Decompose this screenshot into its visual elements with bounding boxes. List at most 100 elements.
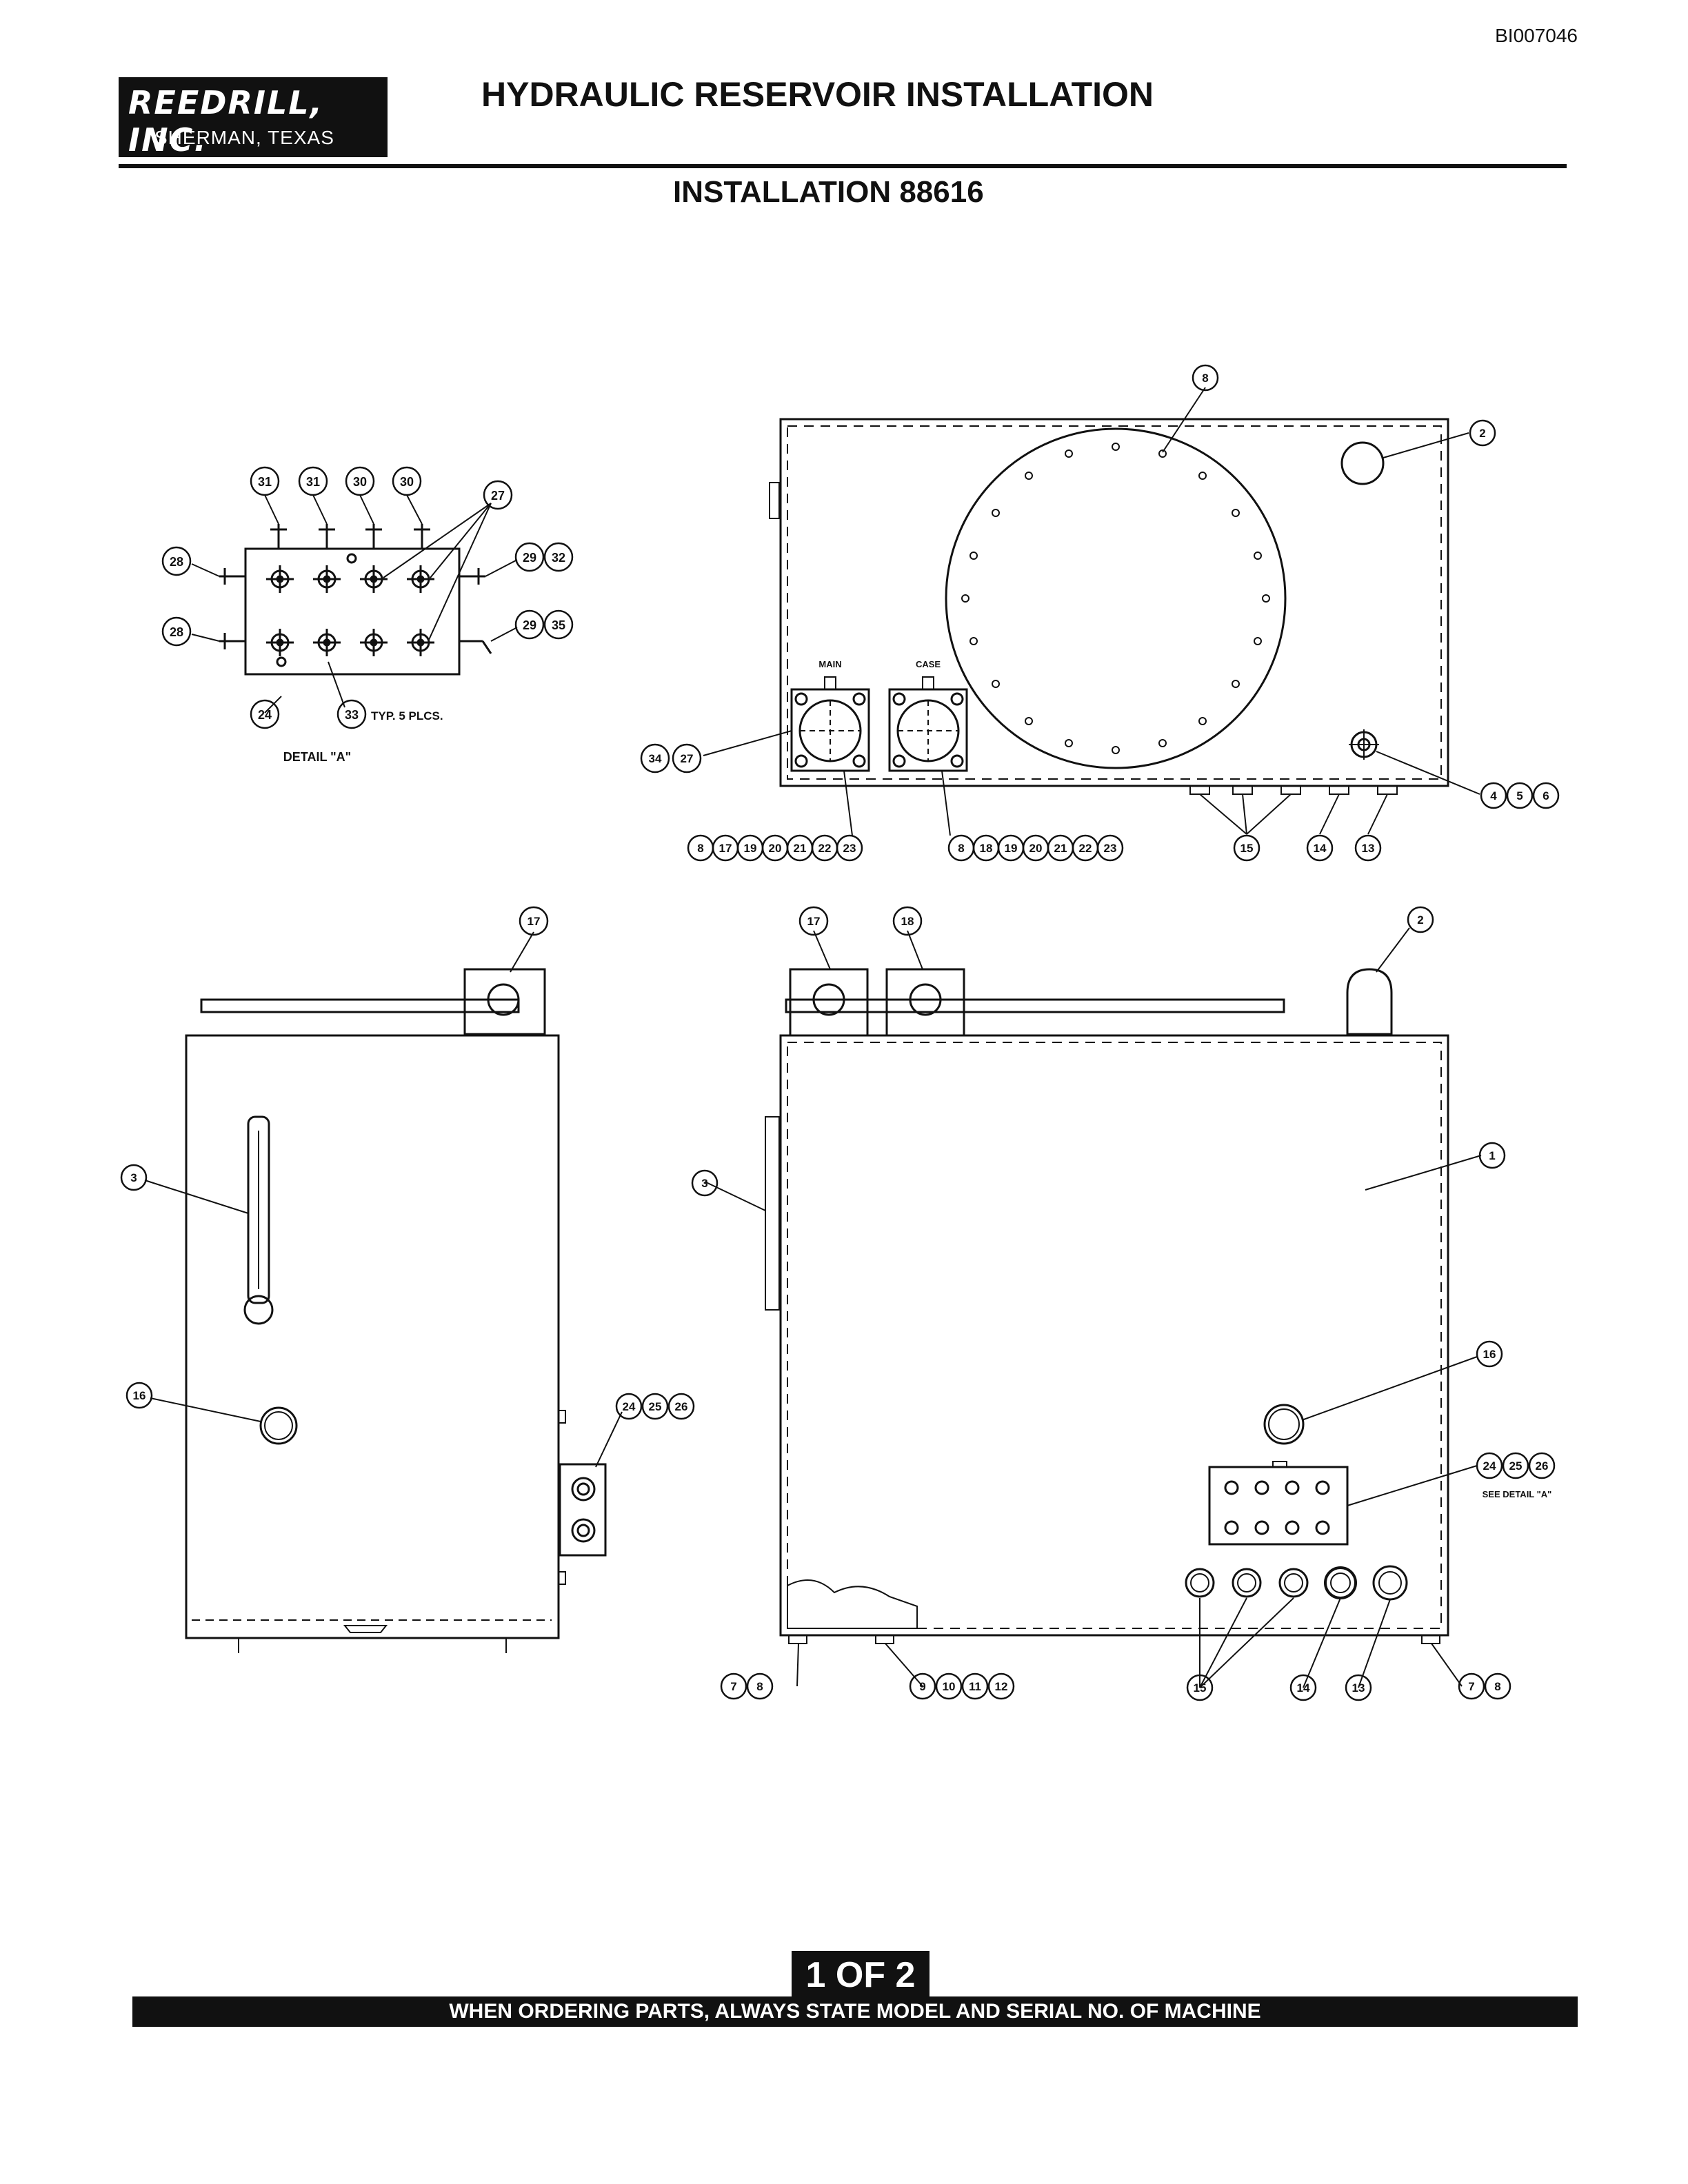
front-view-gauge-port	[1263, 1404, 1305, 1445]
side-callout-16: 16	[133, 1389, 146, 1402]
front-view-manifold	[1208, 1461, 1349, 1546]
top-callout-4: 4	[1490, 789, 1497, 802]
front-callout-18: 18	[901, 915, 914, 928]
company-location: SHERMAN, TEXAS	[154, 127, 334, 148]
front-callout-8: 8	[756, 1680, 763, 1693]
case-filter-label: CASE	[916, 659, 941, 669]
case-callout-20: 20	[1029, 842, 1043, 855]
main-filter	[790, 676, 870, 772]
case-filter	[888, 676, 968, 772]
top-view: MAIN CASE 8 2 34 27 4 5 6 8 17 19 20 21 …	[640, 364, 1560, 862]
front-callout-12: 12	[995, 1680, 1008, 1693]
side-callout-25: 25	[649, 1400, 662, 1413]
side-view-leaders	[144, 931, 623, 1468]
sight-gauge	[243, 1115, 274, 1325]
detail-a-caption: DETAIL "A"	[283, 750, 351, 764]
front-callout-16: 16	[1483, 1348, 1496, 1361]
front-callout-1: 1	[1489, 1149, 1495, 1162]
cleanout-cover-bolts	[961, 443, 1270, 754]
reservoir-front-outline	[779, 1034, 1449, 1637]
detail-a-note: TYP. 5 PLCS.	[371, 709, 443, 722]
page-subtitle: INSTALLATION 88616	[673, 175, 984, 209]
front-view-callouts	[691, 906, 1556, 1701]
detail-a-callout-29: 29	[523, 618, 536, 632]
detail-a-callout-30: 30	[353, 475, 367, 489]
main-callout-21: 21	[794, 842, 807, 855]
side-view-manifold	[559, 1463, 607, 1557]
front-callout-24: 24	[1483, 1459, 1496, 1473]
top-callout-8: 8	[1202, 372, 1208, 385]
top-view-side-bracket	[769, 482, 780, 519]
front-callout-10: 10	[943, 1680, 956, 1693]
detail-a-callouts	[161, 466, 574, 729]
detail-a-side-fittings	[219, 568, 492, 654]
front-view-feet	[788, 1635, 1440, 1644]
front-view-mounting-rail	[785, 998, 1285, 1013]
case-callout-18: 18	[980, 842, 993, 855]
breather-cap	[1340, 441, 1385, 485]
side-callout-3: 3	[130, 1171, 137, 1184]
detail-a-top-fittings	[270, 524, 430, 549]
page-marker: 1 OF 2	[792, 1951, 930, 1999]
main-callout-20: 20	[769, 842, 782, 855]
front-callout-2: 2	[1417, 913, 1423, 927]
detail-a-ports	[266, 553, 434, 667]
side-view: 17 3 16 24 25 26	[120, 906, 695, 1653]
detail-a-callout-33: 33	[345, 708, 359, 722]
top-view-leaders	[703, 387, 1480, 836]
top-callout-27: 27	[681, 752, 694, 765]
top-callout-6: 6	[1543, 789, 1549, 802]
detail-a-callout-28: 28	[170, 555, 183, 569]
main-callout-19: 19	[744, 842, 757, 855]
side-view-filter-head	[463, 968, 546, 1035]
top-callout-15: 15	[1240, 842, 1254, 855]
main-callout-8: 8	[697, 842, 703, 855]
detail-a-callout-30: 30	[400, 475, 414, 489]
front-view-leaders	[704, 927, 1482, 1688]
detail-a: 31 31 30 30 27 28 28 29 32 29 35 24 33 T…	[161, 466, 574, 764]
detail-a-callout-29: 29	[523, 551, 536, 565]
side-view-callouts	[120, 906, 695, 1420]
front-callout-8: 8	[1494, 1680, 1500, 1693]
case-callout-23: 23	[1104, 842, 1117, 855]
side-callout-17: 17	[528, 915, 541, 928]
front-view-breather	[1346, 968, 1393, 1035]
top-callout-14: 14	[1314, 842, 1327, 855]
front-callout-11: 11	[969, 1680, 981, 1693]
front-view-case-filter-head	[885, 968, 965, 1037]
detail-a-callout-31: 31	[258, 475, 272, 489]
front-callout-26: 26	[1536, 1459, 1549, 1473]
front-callout-25: 25	[1509, 1459, 1523, 1473]
main-callout-23: 23	[843, 842, 856, 855]
front-callout-17: 17	[807, 915, 821, 928]
top-callout-34: 34	[649, 752, 662, 765]
front-view: 17 18 2 1 3 16 24 25 26 SEE DETAIL "A" 7…	[691, 906, 1556, 1701]
front-callout-7: 7	[1468, 1680, 1474, 1693]
front-view-detail-note: SEE DETAIL "A"	[1483, 1489, 1552, 1499]
case-callout-8: 8	[958, 842, 964, 855]
header-rule	[119, 164, 1567, 168]
front-view-cutaway	[787, 1579, 918, 1629]
main-filter-label: MAIN	[818, 659, 841, 669]
reservoir-side-outline	[185, 1034, 560, 1639]
reservoir-top-outline	[779, 418, 1449, 787]
cleanout-cover	[945, 427, 1287, 769]
main-callout-22: 22	[818, 842, 832, 855]
side-callout-26: 26	[675, 1400, 688, 1413]
detail-a-callout-27: 27	[491, 489, 505, 503]
ordering-footer: WHEN ORDERING PARTS, ALWAYS STATE MODEL …	[132, 1996, 1578, 2027]
front-callout-15: 15	[1194, 1681, 1207, 1695]
detail-a-callout-32: 32	[552, 551, 565, 565]
detail-a-callout-35: 35	[552, 618, 565, 632]
document-id: BI007046	[1495, 25, 1578, 46]
company-logo: REEDRILL, INC. SHERMAN, TEXAS	[119, 77, 388, 159]
front-callout-7: 7	[730, 1680, 736, 1693]
page-title: HYDRAULIC RESERVOIR INSTALLATION	[481, 75, 1154, 114]
detail-a-manifold	[244, 547, 461, 676]
front-view-ports	[1185, 1565, 1408, 1601]
top-callout-2: 2	[1479, 427, 1485, 440]
case-callout-21: 21	[1054, 842, 1067, 855]
top-view-callouts	[640, 364, 1560, 862]
top-callout-5: 5	[1516, 789, 1523, 802]
